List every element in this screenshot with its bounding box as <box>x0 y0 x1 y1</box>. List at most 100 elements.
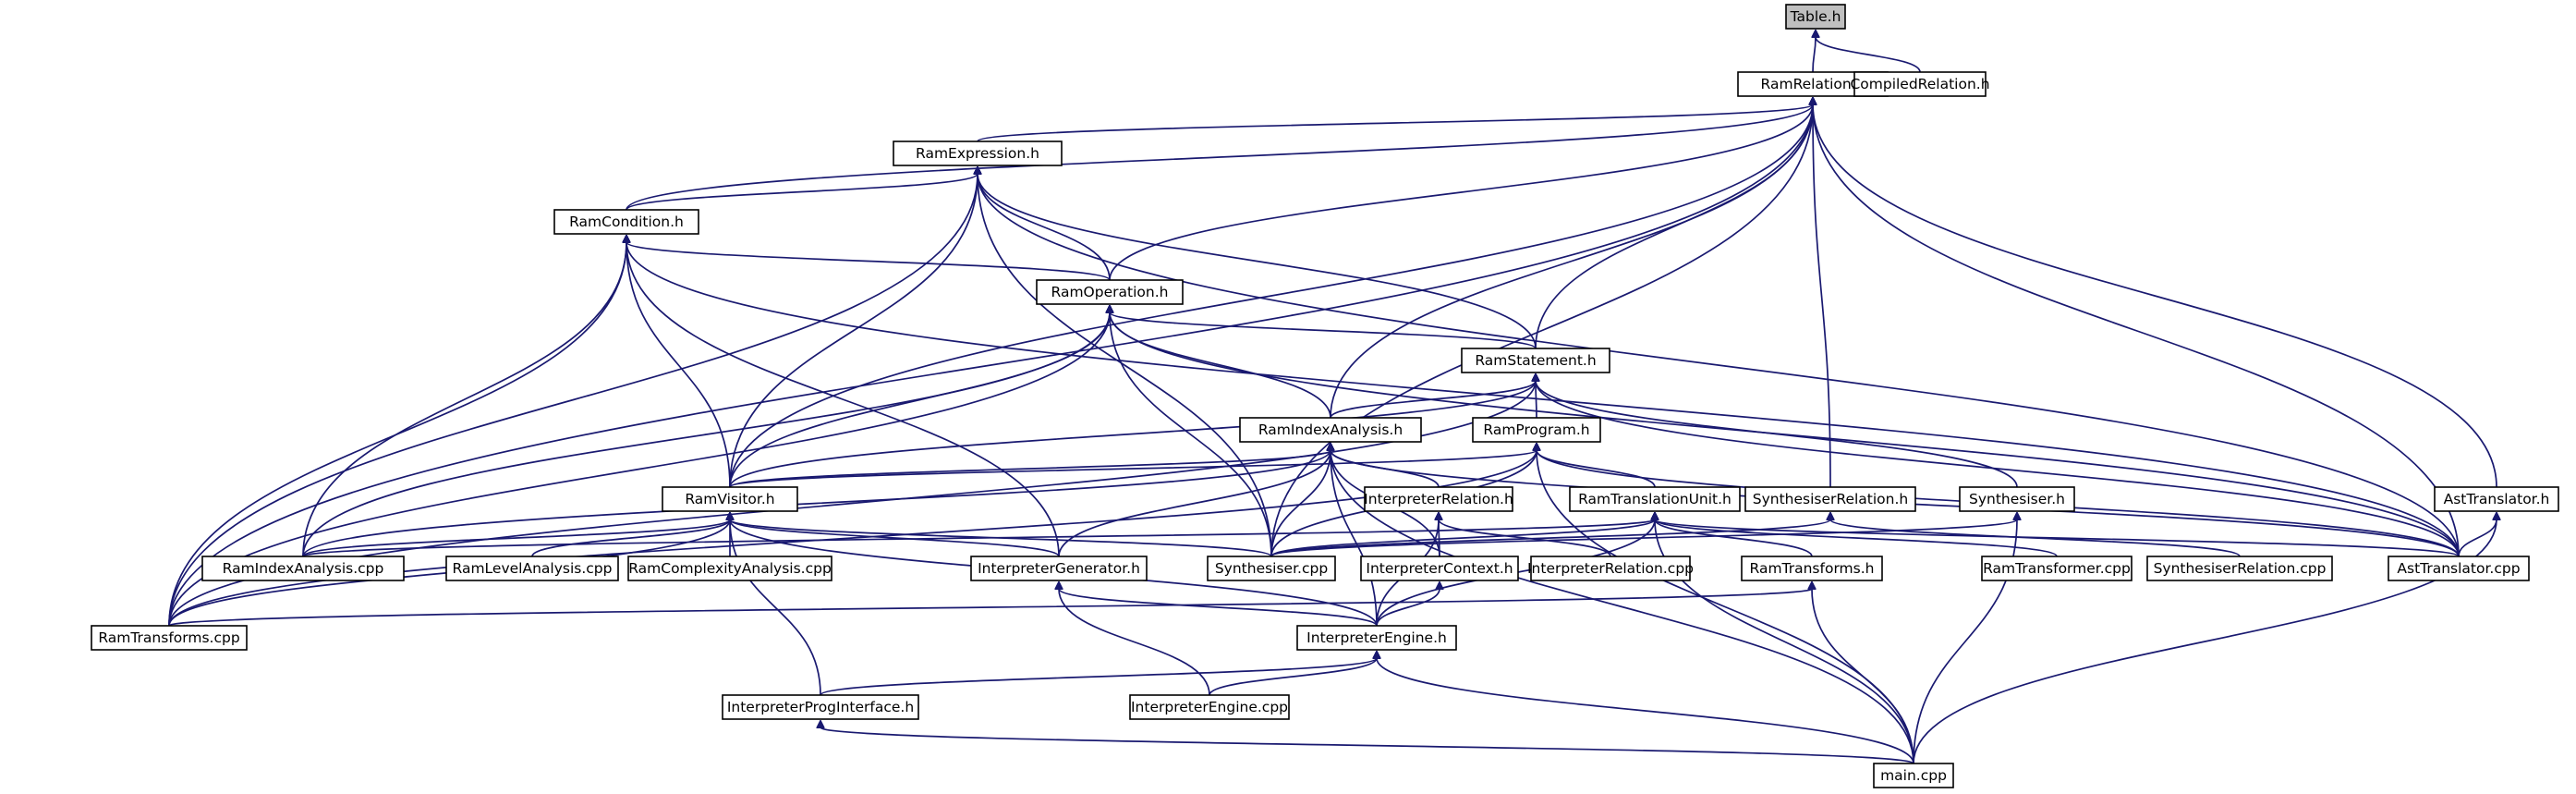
node-table-h[interactable]: Table.h <box>1785 4 1846 30</box>
node-box[interactable] <box>1785 4 1846 30</box>
node-ramprogram-h[interactable]: RamProgram.h <box>1472 417 1601 443</box>
node-ramindexanalysis-cpp[interactable]: RamIndexAnalysis.cpp <box>201 556 405 581</box>
node-ramoperation-h[interactable]: RamOperation.h <box>1036 279 1184 305</box>
edge-ramindexanalysis_cpp-to-ramcondition_h <box>302 242 626 557</box>
edge-interpreterengine_h-to-ramindexanalysis_h <box>1331 450 1378 627</box>
node-box[interactable] <box>1461 348 1610 373</box>
node-box[interactable] <box>1472 417 1601 443</box>
node-ramcomplexityanalysis-cpp[interactable]: RamComplexityAnalysis.cpp <box>627 556 832 581</box>
node-ramcondition-h[interactable]: RamCondition.h <box>553 209 699 235</box>
edge-synthesiser_cpp-to-ramoperation_h <box>1110 312 1272 557</box>
edge-interpretergenerator_h-to-ramcondition_h <box>626 242 1060 557</box>
node-layer: Table.hRamRelation.hCompiledRelation.hRa… <box>91 4 2559 788</box>
node-ramtransforms-cpp[interactable]: RamTransforms.cpp <box>91 625 248 651</box>
edge-ramtranslationunit_h-to-ramprogram_h <box>1537 450 1656 488</box>
node-box[interactable] <box>1744 486 1916 512</box>
node-box[interactable] <box>662 486 798 512</box>
edge-asttranslator_cpp-to-ramstatement_h <box>1536 381 2460 557</box>
node-ramstatement-h[interactable]: RamStatement.h <box>1461 348 1610 373</box>
node-interpretergenerator-h[interactable]: InterpreterGenerator.h <box>970 556 1148 581</box>
node-box[interactable] <box>2388 556 2530 581</box>
edge-ramtransforms_cpp-to-ramtransforms_h <box>168 589 1812 627</box>
edge-asttranslator_cpp-to-ramtranslationunit_h <box>1655 519 2460 557</box>
node-synthesiserrelation-cpp[interactable]: SynthesiserRelation.cpp <box>2146 556 2333 581</box>
node-box[interactable] <box>1959 486 2075 512</box>
node-box[interactable] <box>1360 556 1519 581</box>
node-ramtransformer-cpp[interactable]: RamTransformer.cpp <box>1981 556 2132 581</box>
node-box[interactable] <box>1239 417 1422 443</box>
edge-ramtransforms_h-to-ramtranslationunit_h <box>1655 519 1813 557</box>
edge-interpreterproginterface_h-to-interpreterengine_h <box>820 658 1377 696</box>
node-box[interactable] <box>2146 556 2333 581</box>
edge-main_cpp-to-ramtransforms_h <box>1812 589 1914 764</box>
node-interpreterrelation-h[interactable]: InterpreterRelation.h <box>1364 486 1513 512</box>
node-interpreterengine-h[interactable]: InterpreterEngine.h <box>1296 625 1457 651</box>
node-box[interactable] <box>1569 486 1741 512</box>
node-ramtransforms-h[interactable]: RamTransforms.h <box>1741 556 1883 581</box>
edge-ramcondition_h-to-ramrelation_h <box>626 104 1813 211</box>
node-box[interactable] <box>722 694 919 720</box>
node-compiledrelation-h[interactable]: CompiledRelation.h <box>1850 71 1990 97</box>
edge-ramtransforms_cpp-to-ramprogram_h <box>168 450 1537 627</box>
node-box[interactable] <box>1364 486 1513 512</box>
node-synthesiserrelation-h[interactable]: SynthesiserRelation.h <box>1744 486 1916 512</box>
node-box[interactable] <box>2434 486 2559 512</box>
node-box[interactable] <box>1853 71 1987 97</box>
edge-ramvisitor_h-to-ramcondition_h <box>626 242 731 488</box>
edge-interpreterrelation_cpp-to-interpreterrelation_h <box>1439 519 1611 557</box>
edge-ramexpression_h-to-ramrelation_h <box>977 104 1813 142</box>
node-ramvisitor-h[interactable]: RamVisitor.h <box>662 486 798 512</box>
edge-synthesiser_cpp-to-ramexpression_h <box>978 174 1272 557</box>
node-interpreterproginterface-h[interactable]: InterpreterProgInterface.h <box>722 694 919 720</box>
edge-synthesiser_cpp-to-ramrelation_h <box>1270 104 1813 557</box>
node-asttranslator-cpp[interactable]: AstTranslator.cpp <box>2388 556 2530 581</box>
node-box[interactable] <box>445 556 619 581</box>
node-box[interactable] <box>1296 625 1457 651</box>
edge-ramtransformer_cpp-to-ramtranslationunit_h <box>1655 519 2058 557</box>
node-box[interactable] <box>91 625 248 651</box>
node-box[interactable] <box>1741 556 1883 581</box>
edge-synthesiserrelation_h-to-ramrelation_h <box>1813 104 1831 488</box>
node-box[interactable] <box>1873 763 1954 788</box>
node-box[interactable] <box>627 556 832 581</box>
edge-ramcondition_h-to-ramexpression_h <box>626 174 978 211</box>
node-box[interactable] <box>1207 556 1336 581</box>
edge-interpretergenerator_h-to-ramindexanalysis_h <box>1058 450 1331 557</box>
node-box[interactable] <box>1036 279 1184 305</box>
node-interpretercontext-h[interactable]: InterpreterContext.h <box>1360 556 1519 581</box>
edge-interpretergenerator_h-to-ramvisitor_h <box>730 519 1060 557</box>
edge-compiledrelation_h-to-table_h <box>1816 37 1921 73</box>
edge-synthesiser_cpp-to-ramtranslationunit_h <box>1270 519 1655 557</box>
node-box[interactable] <box>201 556 405 581</box>
node-box[interactable] <box>1530 556 1691 581</box>
node-interpreterengine-cpp[interactable]: InterpreterEngine.cpp <box>1129 694 1290 720</box>
node-box[interactable] <box>1129 694 1290 720</box>
node-box[interactable] <box>970 556 1148 581</box>
node-box[interactable] <box>1981 556 2132 581</box>
edge-ramindexanalysis_h-to-ramstatement_h <box>1330 381 1536 419</box>
edge-ramindexanalysis_cpp-to-ramoperation_h <box>302 312 1110 557</box>
node-ramexpression-h[interactable]: RamExpression.h <box>893 140 1063 166</box>
edge-interpreterproginterface_h-to-ramvisitor_h <box>730 519 821 696</box>
node-asttranslator-h[interactable]: AstTranslator.h <box>2434 486 2559 512</box>
edge-interpreterengine_h-to-interpretercontext_h <box>1376 589 1440 627</box>
edge-ramrelation_h-to-table_h <box>1813 37 1816 73</box>
node-box[interactable] <box>553 209 699 235</box>
edge-asttranslator_h-to-ramrelation_h <box>1813 104 2497 488</box>
edge-synthesiserrelation_cpp-to-synthesiserrelation_h <box>1830 519 2241 557</box>
node-interpreterrelation-cpp[interactable]: InterpreterRelation.cpp <box>1527 556 1694 581</box>
edge-interpreterengine_cpp-to-interpreterengine_h <box>1209 658 1377 696</box>
edge-ramvisitor_h-to-ramindexanalysis_h <box>729 450 1331 488</box>
edge-ramstatement_h-to-ramexpression_h <box>978 174 1537 349</box>
node-ramtranslationunit-h[interactable]: RamTranslationUnit.h <box>1569 486 1741 512</box>
node-main-cpp[interactable]: main.cpp <box>1873 763 1954 788</box>
node-synthesiser-cpp[interactable]: Synthesiser.cpp <box>1207 556 1336 581</box>
node-box[interactable] <box>893 140 1063 166</box>
node-ramlevelanalysis-cpp[interactable]: RamLevelAnalysis.cpp <box>445 556 619 581</box>
node-ramindexanalysis-h[interactable]: RamIndexAnalysis.h <box>1239 417 1422 443</box>
edge-ramvisitor_h-to-ramexpression_h <box>729 174 978 488</box>
edge-main_cpp-to-interpreterengine_h <box>1377 658 1914 764</box>
node-synthesiser-h[interactable]: Synthesiser.h <box>1959 486 2075 512</box>
edge-asttranslator_cpp-to-asttranslator_h <box>2458 519 2497 557</box>
